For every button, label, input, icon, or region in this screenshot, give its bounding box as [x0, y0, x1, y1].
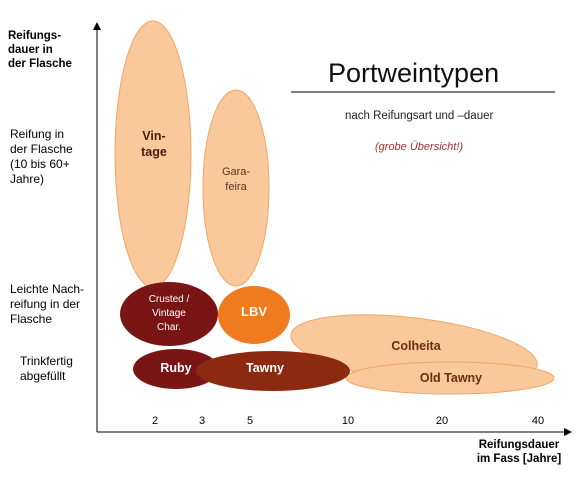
crusted-label: Crusted / Vintage Char. [136, 293, 202, 335]
x-tick: 40 [531, 415, 545, 427]
y-axis-title-line: Reifungs- [8, 30, 62, 42]
y-level-leichte-nachreifung: Leichte Nach- reifung in der Flasche [10, 282, 84, 327]
colheita-label: Colheita [378, 339, 454, 353]
diagram-subtitle: nach Reifungsart und –dauer [345, 110, 494, 122]
lbv-label: LBV [230, 304, 278, 319]
x-tick: 2 [151, 415, 159, 427]
y-level-trinkfertig: Trinkfertig abgefüllt [20, 354, 73, 384]
old-tawny-label-line: Old Tawny [419, 371, 483, 385]
crusted-label-line: Crusted / [148, 294, 190, 305]
ruby-label-line: Ruby [160, 361, 192, 375]
y-level-line: reifung in der [10, 297, 81, 311]
y-level-line: der Flasche [10, 142, 73, 156]
diagram-title: Portweintypen [328, 58, 500, 88]
crusted-label-line: Char. [157, 322, 181, 333]
crusted-label-line: Vintage [152, 308, 186, 319]
garafeira-label-line: Gara- [221, 166, 251, 178]
y-level-line: Leichte Nach- [10, 282, 85, 296]
x-axis-title: Reifungsdauer im Fass [Jahre] [462, 438, 576, 466]
x-tick: 20 [435, 415, 449, 427]
diagram-note: (grobe Übersicht!) [375, 141, 464, 153]
x-axis-title-line: Reifungsdauer [478, 439, 560, 451]
garafeira-label: Gara- feira [212, 165, 260, 195]
garafeira-label-line: feira [225, 181, 247, 193]
y-level-line: Jahre) [10, 172, 45, 186]
vintage-label-line: tage [141, 145, 167, 159]
y-axis-title-line: der Flasche [8, 58, 72, 70]
tawny-label-line: Tawny [246, 361, 284, 375]
lbv-ellipse [218, 286, 290, 344]
x-tick: 3 [198, 415, 206, 427]
colheita-label-line: Colheita [391, 339, 441, 353]
old-tawny-label: Old Tawny [406, 371, 496, 385]
garafeira-ellipse [202, 89, 270, 287]
y-level-line: Reifung in [10, 127, 65, 141]
y-level-line: (10 bis 60+ [10, 157, 70, 171]
tawny-label: Tawny [235, 361, 295, 375]
tawny-ellipse [196, 351, 350, 391]
ruby-ellipse [133, 349, 219, 389]
y-axis-title-line: dauer in [8, 44, 53, 56]
y-level-line: abgefüllt [20, 369, 66, 383]
y-level-reifung-flasche: Reifung in der Flasche (10 bis 60+ Jahre… [10, 127, 73, 187]
x-tick: 10 [341, 415, 355, 427]
y-level-line: Flasche [10, 312, 53, 326]
ruby-label: Ruby [150, 361, 202, 375]
y-level-line: Trinkfertig [20, 354, 73, 368]
x-axis-title-line: im Fass [Jahre] [476, 453, 562, 465]
vintage-label: Vin- tage [130, 128, 178, 160]
y-axis-title: Reifungs- dauer in der Flasche [8, 29, 72, 71]
vintage-label-line: Vin- [142, 129, 166, 143]
x-tick: 5 [246, 415, 254, 427]
lbv-label-line: LBV [241, 304, 267, 319]
crusted-ellipse [120, 282, 218, 346]
old-tawny-ellipse [345, 361, 555, 395]
